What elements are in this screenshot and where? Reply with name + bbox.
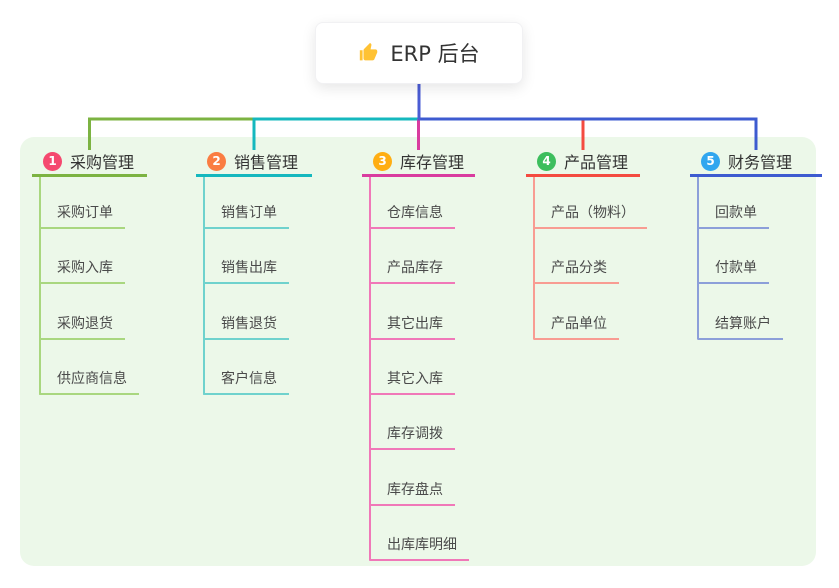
child-node[interactable]: 采购退货 <box>40 310 125 340</box>
branches-panel <box>20 137 816 566</box>
branch-label: 销售管理 <box>234 153 299 172</box>
branch-label: 财务管理 <box>728 153 793 172</box>
branch-header-5[interactable]: 5 财务管理 <box>690 148 822 177</box>
child-node[interactable]: 出库库明细 <box>370 531 469 561</box>
branch-label: 采购管理 <box>70 153 135 172</box>
child-node[interactable]: 客户信息 <box>204 365 289 395</box>
child-node[interactable]: 销售订单 <box>204 199 289 229</box>
branch-badge-1: 1 <box>43 151 62 171</box>
child-node[interactable]: 其它入库 <box>370 365 455 395</box>
branch-badge-2: 2 <box>207 151 226 171</box>
child-node[interactable]: 其它出库 <box>370 310 455 340</box>
branch-badge-3: 3 <box>373 151 392 171</box>
root-node-title: ERP 后台 <box>390 42 480 66</box>
thumbs-up-icon <box>358 42 380 64</box>
child-node[interactable]: 采购入库 <box>40 254 125 285</box>
branch-label: 库存管理 <box>400 153 465 172</box>
branch-header-4[interactable]: 4 产品管理 <box>526 148 640 177</box>
branch-header-1[interactable]: 1 采购管理 <box>32 148 147 177</box>
child-node[interactable]: 产品分类 <box>534 254 619 285</box>
root-node-erp[interactable]: ERP 后台 <box>315 22 523 84</box>
child-node[interactable]: 回款单 <box>698 199 769 229</box>
branch-badge-5: 5 <box>701 151 720 171</box>
child-node[interactable]: 销售出库 <box>204 254 289 285</box>
branch-header-2[interactable]: 2 销售管理 <box>196 148 312 177</box>
branch-badge-4: 4 <box>537 151 556 171</box>
branch-header-3[interactable]: 3 库存管理 <box>362 148 475 177</box>
child-node[interactable]: 供应商信息 <box>40 365 139 395</box>
child-node[interactable]: 付款单 <box>698 254 769 285</box>
child-node[interactable]: 仓库信息 <box>370 199 455 229</box>
child-node[interactable]: 销售退货 <box>204 310 289 340</box>
child-node[interactable]: 产品（物料） <box>534 199 647 229</box>
child-node[interactable]: 结算账户 <box>698 310 783 340</box>
child-node[interactable]: 采购订单 <box>40 199 125 229</box>
branch-label: 产品管理 <box>564 153 629 172</box>
child-node[interactable]: 库存盘点 <box>370 476 455 506</box>
child-node[interactable]: 库存调拨 <box>370 420 455 451</box>
child-node[interactable]: 产品库存 <box>370 254 455 285</box>
child-node[interactable]: 产品单位 <box>534 310 619 340</box>
